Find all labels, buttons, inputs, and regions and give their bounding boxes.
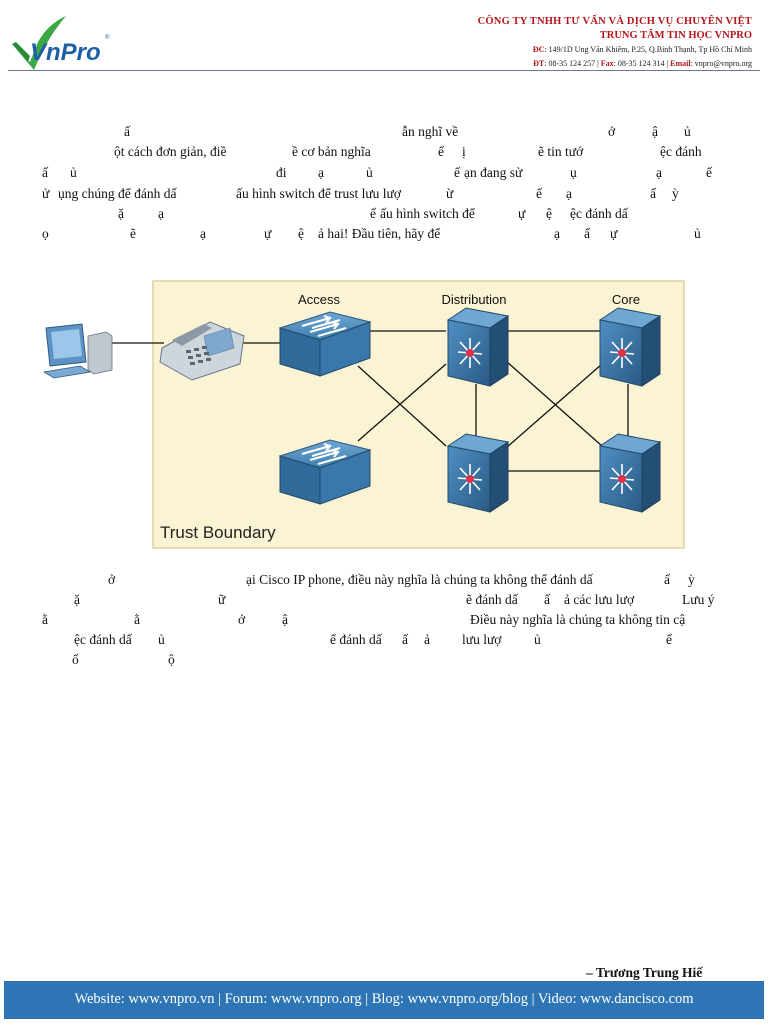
- access-switch-top: [278, 311, 372, 377]
- text-fragment: ệ: [546, 206, 552, 221]
- footer-bar: Website: www.vnpro.vn | Forum: www.vnpro…: [4, 981, 764, 1019]
- text-fragment: ẫn nghĩ về: [402, 124, 459, 139]
- text-fragment: lưu lượ: [462, 632, 502, 647]
- header-divider: [8, 70, 760, 71]
- text-fragment: ấ: [664, 572, 670, 587]
- distribution-switch-bottom: [446, 433, 510, 513]
- text-fragment: ừ: [446, 186, 454, 201]
- text-fragment: ẽ: [130, 226, 136, 241]
- author-signature: – Trương Trung Hiế: [586, 965, 703, 980]
- text-fragment: ẽ đánh dấ: [466, 592, 518, 607]
- text-fragment: ấ: [544, 592, 550, 607]
- center-name: TRUNG TÂM TIN HỌC VNPRO: [599, 30, 752, 41]
- text-fragment: ế: [438, 144, 444, 159]
- text-fragment: ế: [666, 632, 672, 647]
- text-fragment: ấ: [42, 165, 48, 180]
- text-fragment: ạ: [158, 206, 164, 221]
- text-fragment: Điều này nghĩa là chúng ta không tin cậ: [470, 612, 686, 627]
- text-fragment: ằ: [134, 612, 140, 627]
- text-fragment: ạn đang sử: [464, 165, 523, 180]
- text-fragment: ạ: [200, 226, 206, 241]
- text-fragment: ế: [706, 165, 712, 180]
- text-fragment: ọ: [42, 226, 49, 241]
- access-switch-bottom: [278, 439, 372, 505]
- text-fragment: ị: [462, 144, 466, 159]
- text-fragment: ở: [108, 572, 116, 587]
- text-fragment: ự: [518, 206, 526, 221]
- text-fragment: ộ: [168, 652, 175, 667]
- pc-icon: [42, 323, 113, 379]
- company-info: CÔNG TY TNHH TƯ VẤN VÀ DỊCH VỤ CHUYÊN VI…: [372, 15, 752, 71]
- vnpro-logo: VnPro ®: [12, 16, 110, 70]
- text-fragment: ủ: [366, 165, 373, 180]
- core-switch-top: [598, 307, 662, 387]
- text-fragment: ự: [610, 226, 618, 241]
- text-fragment: ại Cisco IP phone, điều này nghĩa là chú…: [246, 572, 593, 587]
- text-fragment: ế: [536, 186, 542, 201]
- text-fragment: ớ: [608, 124, 616, 139]
- text-fragment: ệ: [298, 226, 304, 241]
- text-fragment: ả các lưu lượ: [564, 592, 635, 607]
- text-fragment: ủ: [694, 226, 701, 241]
- text-fragment: ấ: [650, 186, 656, 201]
- text-fragment: Lưu ý: [682, 592, 715, 607]
- distribution-switch-top: [446, 307, 510, 387]
- text-fragment: đi: [276, 165, 287, 180]
- address-line: ĐC: 149/1D Ung Văn Khiêm, P.25, Q.Bình T…: [532, 45, 752, 54]
- text-fragment: ả hai! Đầu tiên, hãy để: [318, 226, 441, 241]
- text-fragment: ủ: [534, 632, 541, 647]
- text-fragment: ề cơ bản nghĩa: [292, 144, 371, 159]
- text-fragment: ế: [454, 165, 460, 180]
- text-fragment: ậ: [652, 124, 658, 139]
- company-name: CÔNG TY TNHH TƯ VẤN VÀ DỊCH VỤ CHUYÊN VI…: [477, 16, 752, 27]
- text-fragment: ậ: [282, 612, 288, 627]
- text-fragment: ế: [370, 206, 376, 221]
- trust-boundary-panel: [152, 280, 685, 549]
- text-fragment: ủ: [684, 124, 691, 139]
- text-fragment: ể đánh dấ: [330, 632, 382, 647]
- text-fragment: ạ: [318, 165, 324, 180]
- text-fragment: ấ: [402, 632, 408, 647]
- text-fragment: ệc đánh: [660, 144, 702, 159]
- text-fragment: ấu hình switch để: [380, 206, 475, 221]
- text-fragment: ớ: [238, 612, 246, 627]
- label-access: Access: [298, 292, 340, 307]
- text-fragment: ấu hình switch để trust lưu lượ: [236, 186, 402, 201]
- text-fragment: ủ: [158, 632, 165, 647]
- text-fragment: ủ: [70, 165, 77, 180]
- text-fragment: ả: [424, 632, 430, 647]
- text-fragment: ệc đánh dấ: [74, 632, 132, 647]
- network-links: [110, 330, 629, 472]
- text-fragment: ấ: [584, 226, 590, 241]
- network-diagram: Access Distribution Core Trust Boundary: [42, 280, 685, 549]
- text-fragment: ặ: [118, 206, 124, 221]
- text-fragment: ạ: [554, 226, 560, 241]
- label-trust-boundary: Trust Boundary: [160, 523, 276, 542]
- label-distribution: Distribution: [441, 292, 506, 307]
- text-fragment: ự: [264, 226, 272, 241]
- text-fragment: ỳ: [672, 186, 679, 201]
- label-core: Core: [612, 292, 640, 307]
- footer-links-text: Website: www.vnpro.vn | Forum: www.vnpro…: [74, 991, 694, 1007]
- text-fragment: ố: [72, 652, 79, 667]
- core-switch-bottom: [598, 433, 662, 513]
- svg-text:®: ®: [105, 34, 110, 41]
- text-fragment: ẽ tin tướ: [538, 144, 584, 159]
- text-fragment: ấ: [124, 124, 130, 139]
- text-fragment: ạ: [656, 165, 662, 180]
- contact-line: ĐT: 08-35 124 257 | Fax: 08-35 124 314 |…: [533, 59, 752, 68]
- text-fragment: ỳ: [688, 572, 695, 587]
- ip-phone-icon: [159, 321, 245, 381]
- text-fragment: ụ: [570, 165, 577, 180]
- text-fragment: ột cách đơn giản, điề: [114, 144, 227, 159]
- text-fragment: ằ: [42, 612, 48, 627]
- text-fragment: ụng chúng để đánh dấ: [58, 186, 177, 201]
- text-fragment: ệc đánh dấ: [570, 206, 628, 221]
- text-fragment: ử: [42, 186, 50, 201]
- text-fragment: ạ: [566, 186, 572, 201]
- logo-text: VnPro: [30, 39, 101, 66]
- text-fragment: ặ: [74, 592, 80, 607]
- text-fragment: ữ: [218, 592, 226, 607]
